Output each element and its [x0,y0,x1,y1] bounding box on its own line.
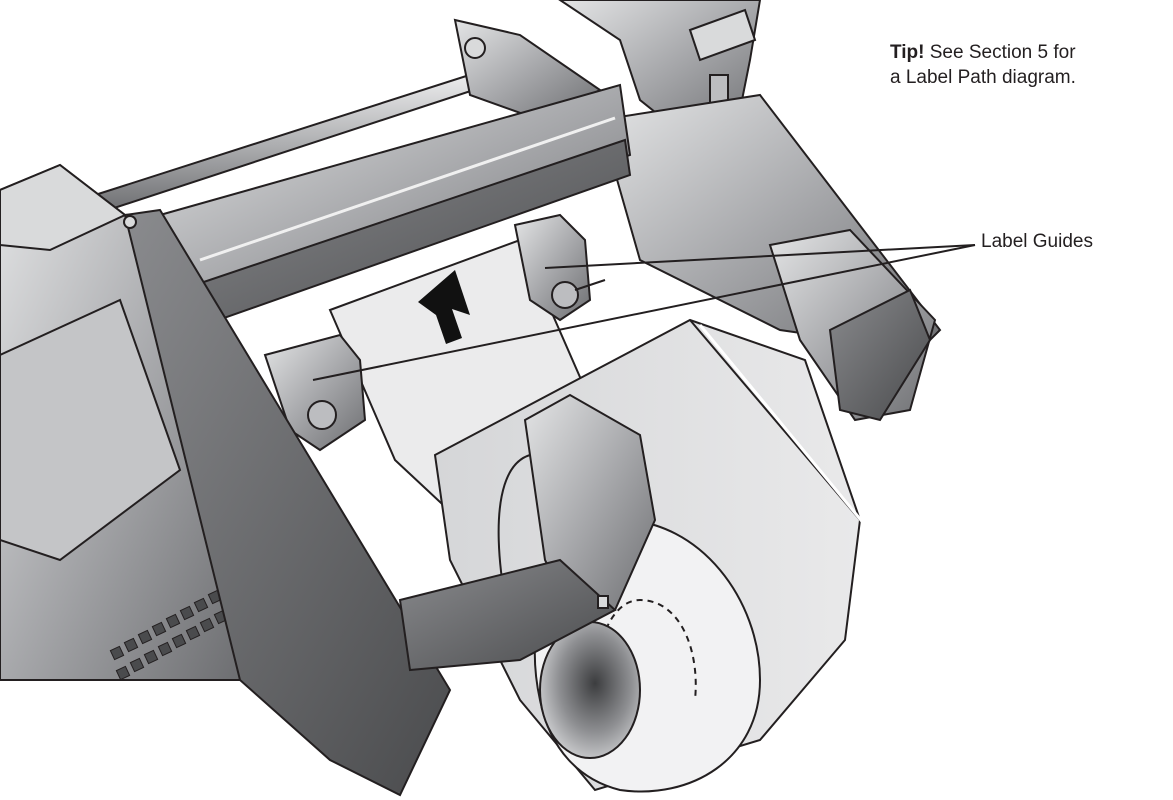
label-guides-callout: Label Guides [981,231,1093,252]
print-head-bar [158,83,632,332]
feed-direction-arrow-icon [418,270,470,344]
label-guide-left [263,333,367,452]
front-spool-arm [398,393,657,672]
tip-line2: a Label Path diagram. [890,67,1076,88]
printer-body [0,163,242,681]
tip-prefix: Tip! [890,42,925,63]
tip-line1: See Section 5 for [924,42,1076,63]
tip-note: Tip! See Section 5 for a Label Path diag… [890,40,1076,90]
side-plate [123,208,452,797]
callout-leader-lines [312,244,976,381]
